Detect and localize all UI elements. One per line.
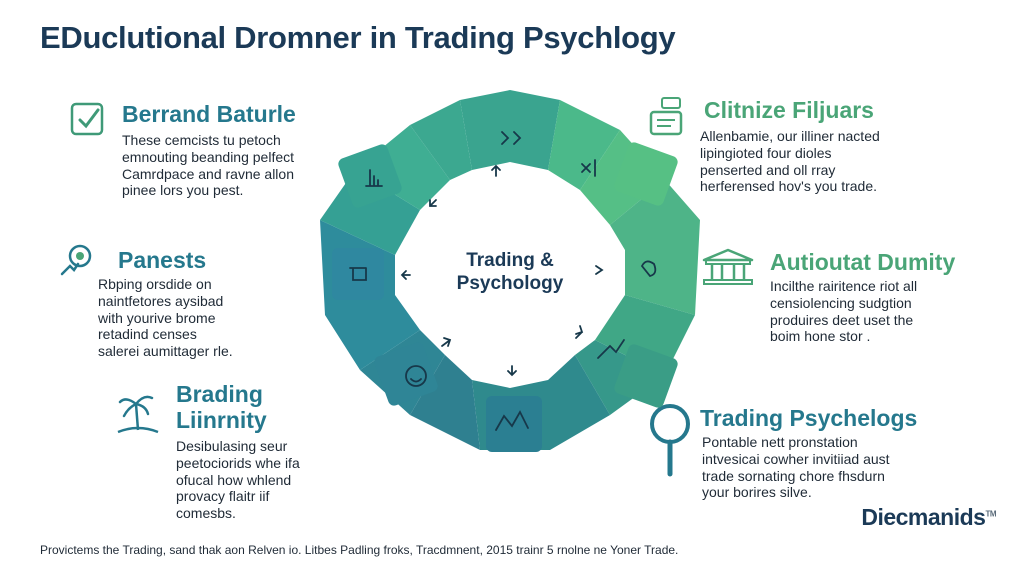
arrow-up-icon [491, 164, 501, 177]
bank-building-icon [700, 246, 756, 297]
segment-glyphs [349, 131, 657, 431]
arrow-upright-icon [441, 337, 452, 347]
card-text-line: emnouting beanding pelfect [122, 148, 295, 165]
mountain-icon [495, 410, 529, 431]
chat-document-icon [648, 96, 692, 145]
card-bottom-right: Trading Psychelogs Pontable nett pronsta… [646, 402, 946, 512]
card-text-line: pinee lors you pest. [122, 182, 244, 199]
card-text-line: Incilthe rairitence riot all [770, 278, 918, 294]
arrow-right-icon [595, 265, 604, 275]
card-text-line: provacy flaitr iif [176, 488, 270, 505]
card-text-line: These cemcists tu petoch [122, 132, 281, 148]
hub-diagram: Trading & Psychology [320, 90, 700, 460]
trend-icon [597, 339, 625, 359]
card-heading: Panests [118, 247, 207, 273]
card-text-line: produires deet uset the [770, 311, 914, 328]
head-brain-icon [56, 240, 98, 287]
hub-center [428, 193, 592, 357]
card-heading: Liinrnity [176, 407, 267, 433]
card-text-line: salerei aumittager rle. [98, 343, 233, 360]
card-text-line: Allenbamie, our illiner nacted [700, 128, 880, 144]
card-text-line: lipingioted four dioles [700, 144, 832, 161]
page-title: EDuclutional Dromner in Trading Psychlog… [40, 20, 676, 55]
card-heading: Trading Psychelogs [700, 405, 918, 431]
brand-name: Diecmanids [861, 504, 986, 530]
card-text-line: comesbs. [176, 505, 236, 522]
card-heading: Clitnize Filjuars [704, 97, 874, 123]
smile-icon [405, 365, 427, 387]
hub-label-line1: Trading & [466, 250, 554, 271]
card-text-line: with yourive brome [98, 309, 216, 326]
card-text-line: trade sornating chore fhsdurn [702, 467, 885, 484]
brand-trademark: TM [985, 509, 996, 519]
arrow-diag-icon [575, 325, 584, 339]
card-top-left: Berrand Baturle These cemcists tu petoch… [68, 98, 328, 208]
hub-label-line2: Psychology [456, 272, 564, 294]
footer-text: Provictems the Trading, sand thak aon Re… [40, 543, 679, 557]
card-text-line: retadind censes [98, 326, 197, 343]
card-text-line: Rbping orsdide on [98, 276, 212, 292]
card-mid-left: Panests Rbping orsdide on naintfetores a… [56, 240, 296, 360]
card-heading: Autioutat Dumity [770, 249, 956, 275]
brain-icon [640, 260, 657, 278]
arrow-left-icon [400, 270, 411, 280]
card-bottom-left: Brading Liinrnity Desibulasing seur peet… [114, 382, 334, 522]
card-text-line: boim hone stor . [770, 328, 871, 345]
card-text-line: peetociorids whe ifa [176, 454, 300, 471]
card-heading: Berrand Baturle [122, 101, 296, 127]
fork-icon [581, 159, 596, 177]
checkmark-box-icon [68, 100, 108, 145]
arrow-down-icon [507, 365, 517, 377]
card-text-line: your borires silve. [702, 484, 812, 501]
card-top-right: Clitnize Filjuars Allenbamie, our illine… [648, 94, 998, 204]
chevron-icon [501, 131, 522, 145]
monitor-icon [349, 267, 367, 281]
card-text-line: herferensed hov's you trade. [700, 178, 878, 195]
arrow-upleft-icon [429, 199, 437, 207]
magnifier-icon [646, 402, 696, 483]
card-text-line: censiolencing sudgtion [770, 294, 912, 311]
card-heading: Brading [176, 381, 263, 407]
island-palm-icon [114, 386, 162, 441]
brand-logo: DiecmanidsTM [861, 504, 996, 531]
card-mid-right: Autioutat Dumity Incilthe rairitence rio… [700, 244, 1000, 354]
hub-graphic [320, 90, 700, 452]
card-text-line: penserted and oll rray [700, 161, 836, 178]
card-text-line: Desibulasing seur [176, 438, 288, 454]
hub-label: Trading & Psychology [437, 250, 583, 296]
card-text-line: Camrdpace and ravne allon [122, 165, 294, 182]
bar-chart-icon [365, 169, 383, 187]
card-text-line: naintfetores aysibad [98, 292, 224, 309]
card-text-line: intvesicai cowher invitiiad aust [702, 450, 890, 467]
card-text-line: Pontable nett pronstation [702, 434, 858, 450]
card-text-line: ofucal how whlend [176, 471, 292, 488]
